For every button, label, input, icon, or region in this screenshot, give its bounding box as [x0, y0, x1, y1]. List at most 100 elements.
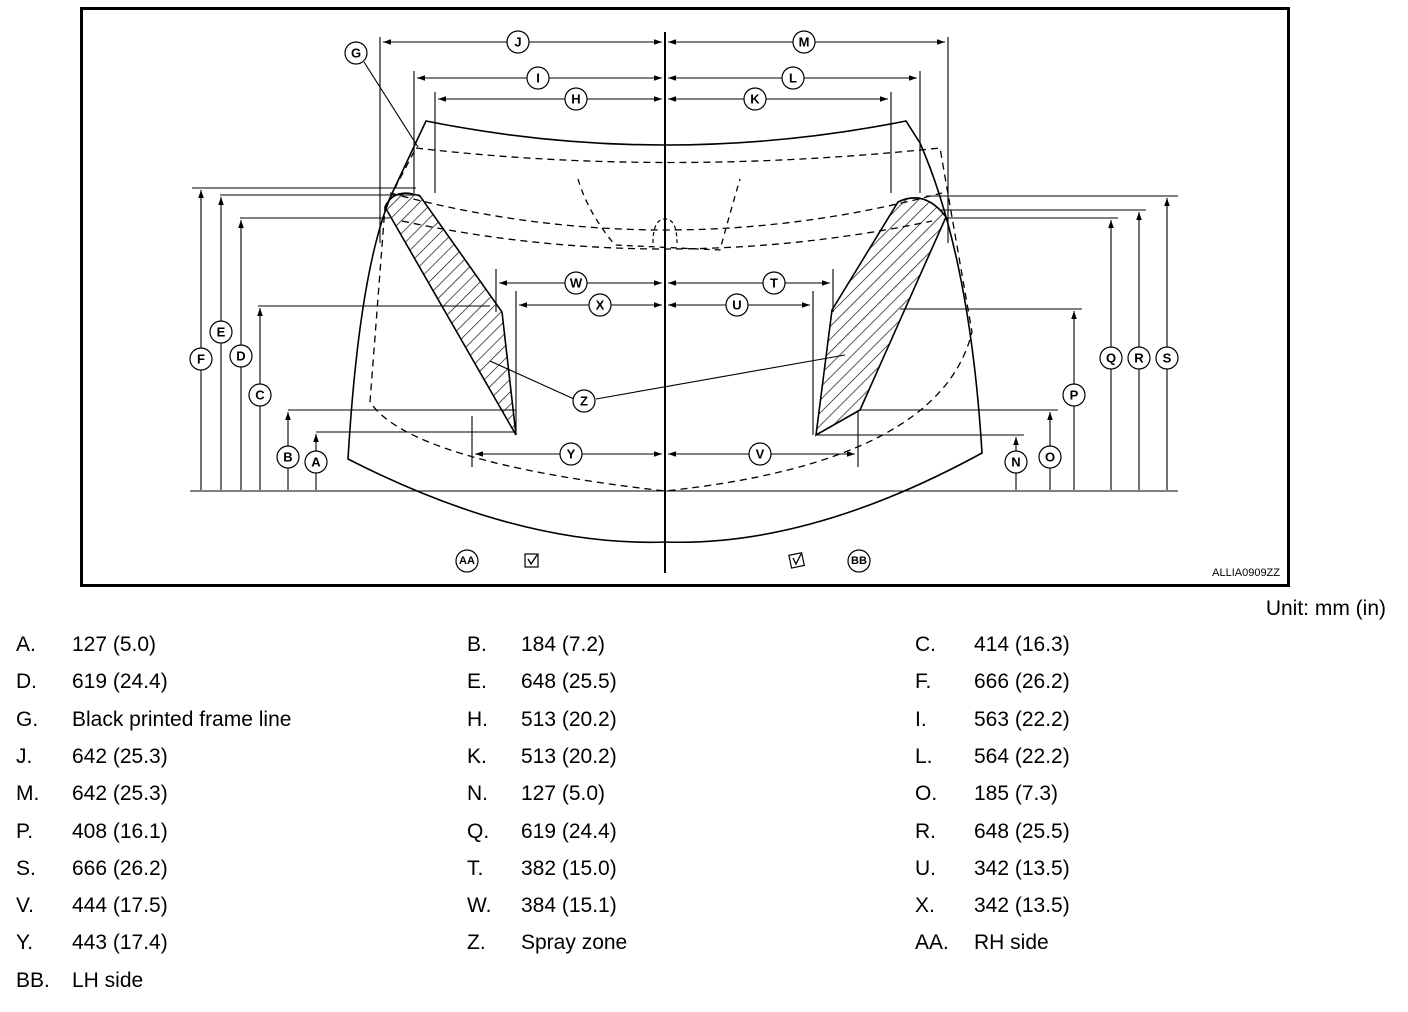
legend-key: Q.	[467, 819, 490, 843]
label-e: E	[217, 325, 226, 340]
label-p: P	[1070, 388, 1079, 403]
legend-key: F.	[915, 670, 932, 694]
legend-value: 184 (7.2)	[521, 633, 606, 656]
legend-key: B.	[467, 633, 487, 656]
label-h: H	[571, 92, 580, 107]
legend-key: N.	[467, 782, 488, 806]
legend-value: 513 (20.2)	[521, 707, 617, 731]
vertical-dimensions	[198, 190, 1170, 490]
legend-key: P.	[16, 819, 34, 843]
legend-key: AA.	[915, 931, 949, 955]
legend-value: 666 (26.2)	[72, 856, 168, 880]
legend-value: 127 (5.0)	[521, 782, 606, 806]
label-a: A	[311, 455, 321, 470]
callout-labels: G J M I L H K W T X U Z Y V F E D C B A …	[189, 30, 1179, 573]
unit-label: Unit: mm (in)	[1265, 597, 1386, 620]
windshield-diagram: G J M I L H K W T X U Z Y V F E D C B A …	[80, 7, 1290, 587]
diagram-frame	[80, 7, 1290, 587]
legend-key: R.	[915, 819, 936, 843]
label-t: T	[770, 276, 778, 291]
legend-value: 382 (15.0)	[521, 856, 617, 880]
legend-value: 443 (17.4)	[72, 931, 168, 955]
label-j: J	[514, 35, 521, 50]
legend-row: J. 642 (25.3) K. 513 (20.2) L. 564 (22.2)	[0, 738, 1408, 775]
legend-row: S.666 (26.2)T.382 (15.0)U.342 (13.5)	[0, 850, 1408, 887]
legend-key: U.	[915, 856, 936, 880]
legend-row: A. 127 (5.0) B. 184 (7.2) C. 414 (16.3)	[0, 626, 1408, 663]
label-l: L	[789, 71, 797, 86]
figure-code: ALLIA0909ZZ	[1212, 567, 1280, 579]
legend-value: 408 (16.1)	[72, 819, 168, 843]
legend-key: D.	[16, 670, 37, 694]
spray-zone-right	[815, 197, 947, 437]
legend-value: 642 (25.3)	[72, 782, 168, 806]
legend-row: G. Black printed frame line H. 513 (20.2) I.…	[0, 701, 1408, 738]
label-s: S	[1163, 351, 1172, 366]
mirror-base-outline	[577, 178, 741, 251]
legend-row: Y. 443 (17.4) Z. Spray zone AA. RH side	[0, 924, 1408, 961]
legend-row: D.619 (24.4)E.648 (25.5)F.666 (26.2)	[0, 663, 1408, 700]
legend-key: V.	[16, 894, 34, 918]
label-q: Q	[1106, 351, 1116, 366]
legend-key: G.	[16, 707, 39, 731]
label-bb: BB	[851, 555, 867, 567]
label-z: Z	[580, 394, 588, 409]
label-aa: AA	[459, 555, 475, 567]
legend-row: M. 642 (25.3) N. 127 (5.0) O. 185 (7.3)	[0, 775, 1408, 812]
label-v: V	[756, 447, 765, 462]
label-w: W	[570, 276, 583, 291]
printed-frame-line	[369, 147, 973, 492]
legend-value: 342 (13.5)	[974, 856, 1070, 880]
legend-row: P. 408 (16.1) Q. 619 (24.4) R. 648 (25.5)	[0, 813, 1408, 850]
legend-row: BB.LH side	[0, 962, 1408, 999]
legend-key: K.	[467, 744, 487, 768]
label-u: U	[732, 298, 741, 313]
legend-value: 619 (24.4)	[521, 819, 617, 843]
legend-key: L.	[915, 744, 933, 768]
legend-value: 513 (20.2)	[521, 744, 617, 768]
legend-key: Y.	[16, 931, 34, 955]
legend-key: I.	[915, 707, 927, 731]
legend-key: C.	[915, 633, 936, 656]
legend-value: RH side	[974, 931, 1049, 955]
legend-value: 648 (25.5)	[521, 670, 617, 694]
legend-value: 414 (16.3)	[974, 633, 1070, 656]
legend-key: A.	[16, 633, 36, 656]
label-d: D	[236, 349, 245, 364]
label-m: M	[799, 35, 810, 50]
legend-value: Black printed frame line	[72, 707, 292, 731]
label-k: K	[750, 92, 760, 107]
legend-value: 666 (26.2)	[974, 670, 1070, 694]
legend-key: O.	[915, 782, 938, 806]
legend-value: 563 (22.2)	[974, 707, 1070, 731]
label-n: N	[1011, 455, 1020, 470]
legend-row: V.444 (17.5)W.384 (15.1)X.342 (13.5)	[0, 887, 1408, 924]
label-b: B	[283, 450, 292, 465]
label-i: I	[536, 71, 540, 86]
direction-symbol-left	[524, 553, 539, 568]
legend-key: T.	[467, 856, 484, 880]
legend-value: 185 (7.3)	[974, 782, 1059, 806]
label-f: F	[197, 352, 205, 367]
legend-key: Z.	[467, 931, 486, 955]
legend-value: 444 (17.5)	[72, 894, 168, 918]
legend-value: 127 (5.0)	[72, 633, 157, 656]
legend-key: W.	[467, 894, 492, 918]
label-c: C	[255, 388, 265, 403]
label-r: R	[1134, 351, 1144, 366]
label-y: Y	[567, 447, 576, 462]
label-g: G	[351, 46, 361, 61]
glass-outline	[347, 120, 983, 544]
legend-value: 564 (22.2)	[974, 744, 1070, 768]
legend-key: H.	[467, 707, 488, 731]
legend-value: 648 (25.5)	[974, 819, 1070, 843]
legend-key: J.	[16, 744, 33, 768]
legend-value: LH side	[72, 968, 144, 992]
extension-lines	[190, 37, 1178, 492]
legend-key: X.	[915, 894, 935, 918]
label-x: X	[596, 298, 605, 313]
legend-value: 619 (24.4)	[72, 670, 168, 694]
legend-value: Spray zone	[521, 931, 628, 955]
legend-key: M.	[16, 782, 40, 806]
legend-value: 642 (25.3)	[72, 744, 168, 768]
